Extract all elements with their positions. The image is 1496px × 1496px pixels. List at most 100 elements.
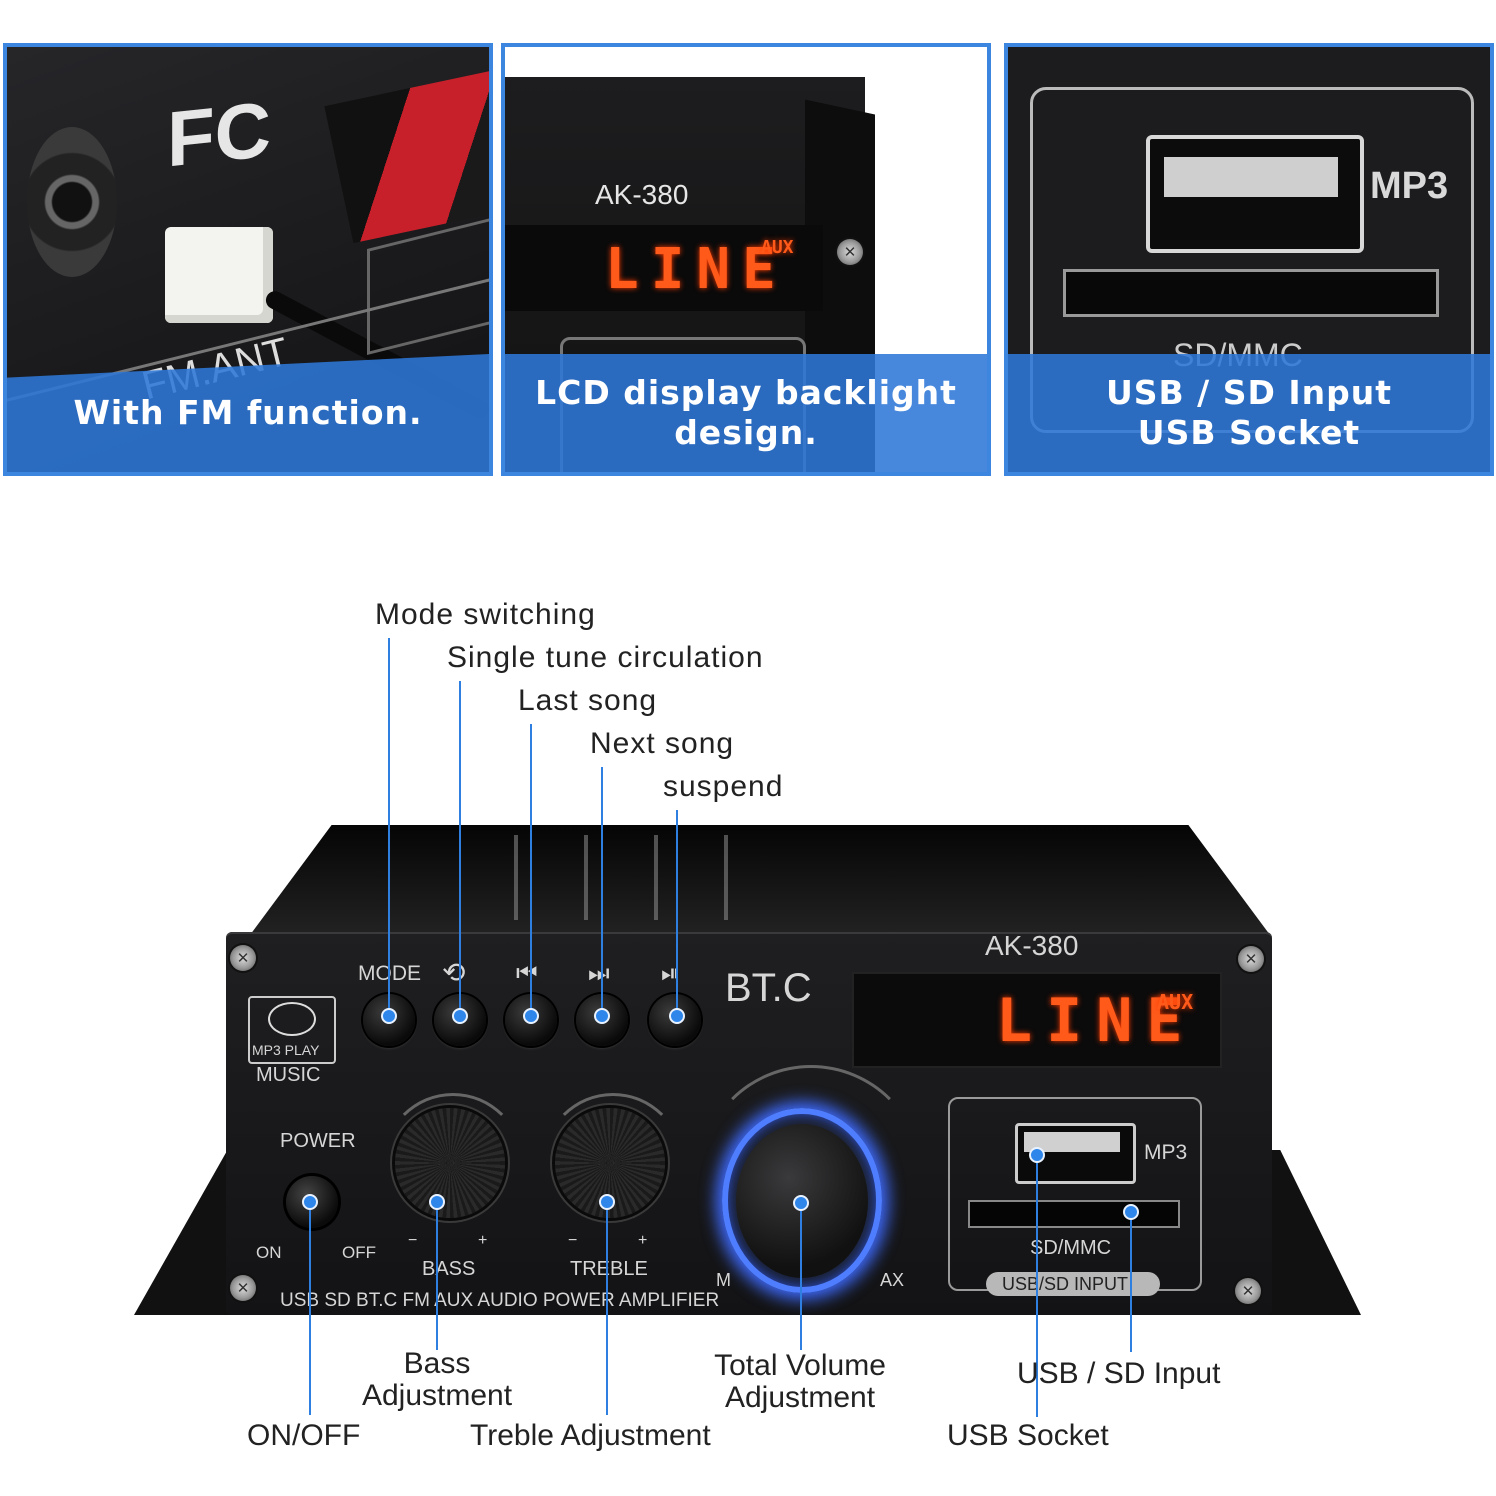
marker-dot xyxy=(523,1008,539,1024)
treble-scale xyxy=(542,1093,684,1235)
marker-dot xyxy=(1123,1204,1139,1220)
bass-minus: − xyxy=(408,1232,418,1249)
caption-line: LCD display backlight xyxy=(535,373,957,412)
lcd-tag: AUX xyxy=(761,237,794,258)
badge-mp3-play: MP3 PLAY xyxy=(252,1042,320,1058)
leader-line-play xyxy=(676,810,678,1020)
fcc-logo: FC xyxy=(167,84,271,184)
treble-label: TREBLE xyxy=(570,1258,648,1280)
mp3-label: MP3 xyxy=(1370,165,1449,207)
amp-lcd-display xyxy=(852,972,1222,1068)
callout-line: Adjustment xyxy=(724,1381,876,1414)
leader-line-mode xyxy=(388,638,390,1020)
leader-line-bass xyxy=(436,1202,438,1350)
callout-single-tune: Single tune circulation xyxy=(447,641,764,674)
caption-band xyxy=(505,354,987,472)
screw-icon xyxy=(1238,946,1264,972)
callout-mode-switching: Mode switching xyxy=(375,598,596,631)
play-pause-icon: ⏯ xyxy=(661,960,681,987)
marker-dot xyxy=(429,1194,445,1210)
leader-line-sd xyxy=(1130,1212,1132,1352)
speaker-terminal xyxy=(324,70,489,244)
volume-scale xyxy=(698,1065,924,1291)
amp-sd-mmc-label: SD/MMC xyxy=(1030,1237,1112,1259)
bass-label: BASS xyxy=(422,1258,476,1280)
amp-model-label: AK-380 xyxy=(985,930,1079,961)
screw-icon xyxy=(837,239,863,265)
caption-line: design. xyxy=(674,413,818,452)
marker-dot xyxy=(452,1008,468,1024)
leader-line-usb xyxy=(1036,1155,1038,1417)
caption-band xyxy=(1008,354,1490,472)
feature-caption-fm: With FM function. xyxy=(7,354,489,472)
amp-lcd-text: LINE xyxy=(996,986,1197,1056)
caption-line: USB / SD Input xyxy=(1105,373,1393,412)
amp-footer-text: USB SD BT.C FM AUX AUDIO POWER AMPLIFIER xyxy=(280,1290,720,1311)
feature-caption-usb: USB / SD Input USB Socket xyxy=(1008,354,1490,472)
leader-line-power xyxy=(309,1202,311,1415)
usb-port-tongue xyxy=(1024,1132,1120,1152)
feature-panel-usb: MP3 SD/MMC USB / SD Input USB Socket xyxy=(1004,43,1494,476)
feature-caption-lcd: LCD display backlight design. xyxy=(505,354,987,472)
marker-dot xyxy=(594,1008,610,1024)
callout-line: Total Volume xyxy=(714,1349,886,1382)
fm-antenna-connector xyxy=(165,227,273,323)
marker-dot xyxy=(381,1008,397,1024)
lcd-text: LINE xyxy=(605,237,788,302)
amp-mp3-label: MP3 xyxy=(1144,1141,1188,1164)
leader-line-volume xyxy=(800,1202,802,1350)
feature-panel-lcd: AK-380 LINE AUX LCD display backlight de… xyxy=(501,43,991,476)
caption-line: With FM function. xyxy=(73,393,423,432)
leader-line-repeat xyxy=(459,681,461,1020)
next-icon: ⏭ xyxy=(588,960,610,987)
callout-usb-socket: USB Socket xyxy=(947,1419,1109,1452)
model-label: AK-380 xyxy=(595,179,689,210)
volume-ring xyxy=(722,1108,882,1293)
usb-port-tongue xyxy=(1164,157,1338,197)
callout-total-volume: Total Volume Adjustment xyxy=(698,1350,902,1414)
treble-minus: − xyxy=(568,1232,578,1249)
caption-line: USB Socket xyxy=(1137,413,1361,452)
leader-line-previous xyxy=(530,724,532,1020)
amp-brand-label: BT.C xyxy=(725,966,812,1010)
amp-top-print xyxy=(480,835,770,920)
repeat-icon: ⟲ xyxy=(442,957,466,988)
treble-plus: + xyxy=(638,1232,648,1249)
screw-icon xyxy=(230,945,256,971)
callout-usb-sd-input: USB / SD Input xyxy=(1017,1357,1221,1390)
on-label: ON xyxy=(256,1243,282,1262)
volume-max-label: AX xyxy=(880,1270,905,1290)
volume-min-label: M xyxy=(716,1270,731,1290)
screw-icon xyxy=(1235,1278,1261,1304)
leader-line-next xyxy=(601,767,603,1020)
callout-treble-adjustment: Treble Adjustment xyxy=(470,1419,711,1452)
sd-slot-icon xyxy=(1063,269,1439,317)
audio-jack xyxy=(27,127,117,277)
callout-next-song: Next song xyxy=(590,727,735,760)
usb-sd-input-label: USB/SD INPUT xyxy=(1002,1274,1129,1294)
callout-line: Bass xyxy=(403,1347,471,1380)
marker-dot xyxy=(793,1195,809,1211)
lcd-display xyxy=(505,225,823,311)
bass-knob[interactable] xyxy=(395,1108,505,1218)
marker-dot xyxy=(302,1194,318,1210)
mount-flange-right xyxy=(1266,1150,1361,1315)
callout-suspend: suspend xyxy=(663,770,784,803)
bass-plus: + xyxy=(478,1232,488,1249)
screw-icon xyxy=(230,1275,256,1301)
marker-dot xyxy=(669,1008,685,1024)
previous-icon: ⏮ xyxy=(516,960,538,987)
sd-card-slot[interactable] xyxy=(968,1200,1180,1228)
amp-lcd-tag: AUX xyxy=(1157,990,1194,1014)
feature-panel-fm: FC FM.ANT With FM function. xyxy=(3,43,493,476)
off-label: OFF xyxy=(342,1243,376,1262)
marker-dot xyxy=(599,1194,615,1210)
callout-on-off: ON/OFF xyxy=(247,1419,361,1452)
bass-scale xyxy=(382,1093,524,1235)
disc-icon xyxy=(268,1002,316,1036)
callout-bass-adjustment: Bass Adjustment xyxy=(352,1348,522,1412)
mp3-badge xyxy=(248,996,336,1064)
badge-music: MUSIC xyxy=(256,1064,321,1086)
power-label: POWER xyxy=(280,1130,356,1152)
callout-last-song: Last song xyxy=(518,684,658,717)
